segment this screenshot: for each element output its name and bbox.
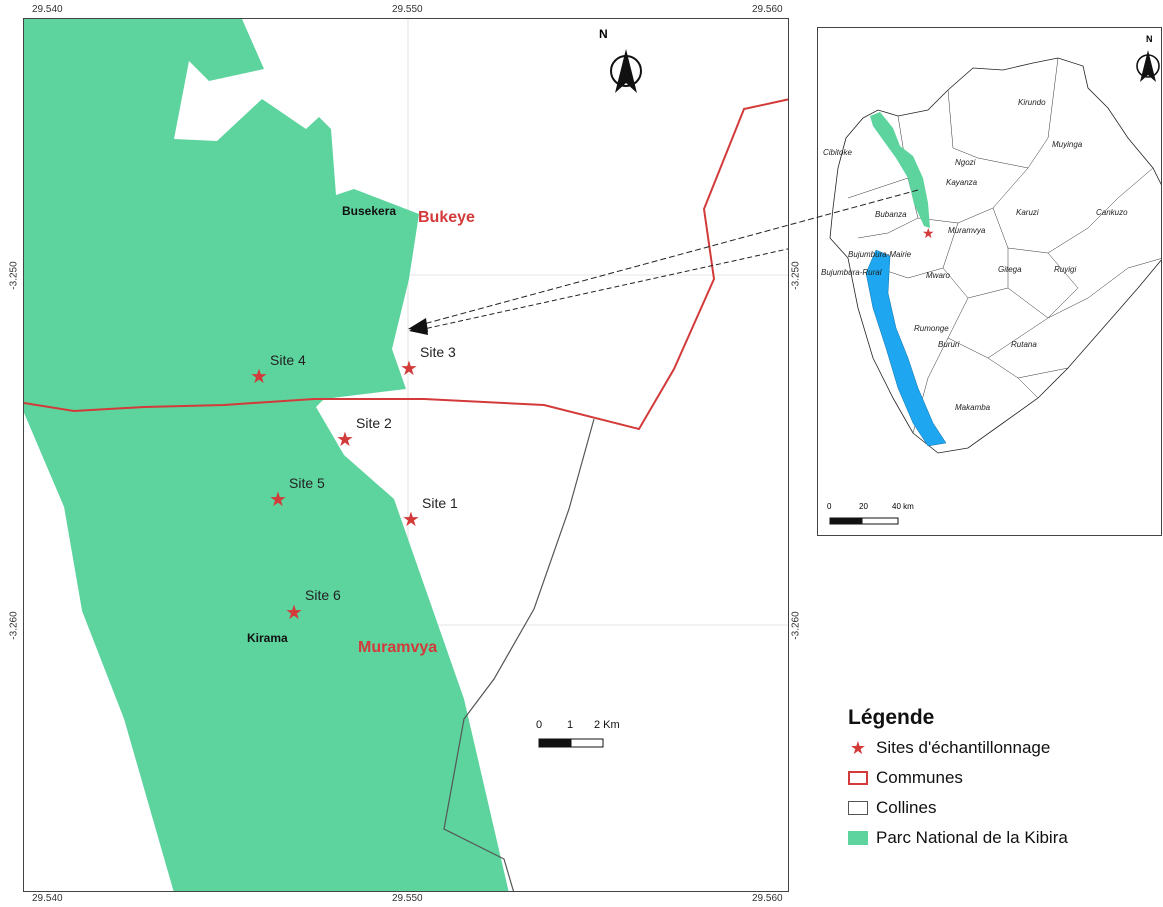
site-6-label: Site 6	[305, 587, 341, 603]
inset-map-canvas: ★	[829, 50, 1161, 525]
scale-label-2: 2 Km	[594, 719, 620, 731]
legend-item-collines: Collines	[848, 796, 1068, 820]
place-muramvya: Muramvya	[358, 639, 438, 656]
locator-arrow-head	[409, 321, 428, 335]
site-3-marker-icon[interactable]: ★	[400, 358, 418, 380]
province-bururi: Bururi	[938, 340, 960, 349]
inset-north-label: N	[1146, 34, 1153, 44]
legend-title: Légende	[848, 706, 935, 729]
coord-right-3260: -3.260	[790, 611, 802, 640]
site-2-label: Site 2	[356, 415, 392, 431]
legend-item-communes: Communes	[848, 766, 1068, 790]
inset-map[interactable]: ★ N Kirundo Cibitoke Muyinga Ngozi Kayan…	[817, 27, 1162, 536]
province-bujumbura-mairie: Bujumbura-Mairie	[848, 250, 912, 259]
legend-label-park: Parc National de la Kibira	[876, 828, 1068, 847]
main-map[interactable]: N ★ Site 4 ★ Site 3 ★ Site 2 ★ Site 5 ★ …	[23, 18, 789, 892]
province-rumonge: Rumonge	[914, 324, 949, 333]
site-5-label: Site 5	[289, 475, 325, 491]
locator-arrow-line	[423, 248, 788, 330]
legend-label-communes: Communes	[876, 768, 963, 787]
colline-swatch-icon	[848, 801, 868, 815]
province-bujumbura-rural: Bujumbura-Rural	[821, 268, 882, 277]
commune-swatch-icon	[848, 771, 868, 785]
place-kirama: Kirama	[247, 631, 288, 645]
north-label: N	[599, 27, 608, 41]
coord-top-29540: 29.540	[32, 4, 63, 15]
coord-bottom-29540: 29.540	[32, 893, 63, 904]
non-park-area-left	[24, 413, 174, 891]
main-map-canvas	[24, 19, 788, 891]
province-cibitoke: Cibitoke	[823, 148, 852, 157]
province-rutana: Rutana	[1011, 340, 1037, 349]
star-icon: ★	[849, 737, 867, 758]
inset-scale-label-0: 0	[827, 502, 832, 511]
province-cankuzo: Cankuzo	[1096, 208, 1128, 217]
legend-items: ★ Sites d'échantillonnage Communes Colli…	[848, 736, 1068, 850]
legend-item-park: Parc National de la Kibira	[848, 826, 1068, 850]
coord-left-3260: -3.260	[8, 611, 20, 640]
park-area	[24, 19, 509, 891]
inset-scale-label-1: 20	[859, 502, 868, 511]
coord-right-3250: -3.250	[790, 261, 802, 290]
province-bubanza: Bubanza	[875, 210, 907, 219]
province-ruyigi: Ruyigi	[1054, 265, 1077, 274]
inset-scale-bar	[829, 517, 899, 525]
north-arrow-icon	[610, 49, 642, 93]
province-makamba: Makamba	[955, 403, 991, 412]
coord-bottom-29550: 29.550	[392, 893, 423, 904]
legend-label-sites: Sites d'échantillonnage	[876, 738, 1051, 757]
province-gitega: Gitega	[998, 265, 1022, 274]
park-swatch-icon	[848, 831, 868, 845]
place-bukeye: Bukeye	[418, 209, 475, 226]
inset-scale-label-2: 40 km	[892, 502, 914, 511]
legend-label-collines: Collines	[876, 798, 937, 817]
province-mwaro: Mwaro	[926, 271, 951, 280]
province-karuzi: Karuzi	[1016, 208, 1039, 217]
site-1-label: Site 1	[422, 495, 458, 511]
inset-site-marker-icon: ★	[922, 225, 935, 241]
coord-bottom-29560: 29.560	[752, 893, 783, 904]
site-4-label: Site 4	[270, 352, 306, 368]
coord-top-29550: 29.550	[392, 4, 423, 15]
inset-north-arrow-icon	[1136, 50, 1160, 82]
coord-left-3250: -3.250	[8, 261, 20, 290]
legend-item-sites: ★ Sites d'échantillonnage	[848, 736, 1068, 760]
site-3-label: Site 3	[420, 344, 456, 360]
colline-boundary	[443, 418, 595, 891]
legend: Légende ★ Sites d'échantillonnage Commun…	[848, 706, 1068, 850]
scale-label-1: 1	[567, 719, 574, 731]
province-muyinga: Muyinga	[1052, 140, 1083, 149]
site-5-marker-icon[interactable]: ★	[269, 489, 287, 511]
scale-label-0: 0	[536, 719, 543, 731]
site-2-marker-icon[interactable]: ★	[336, 429, 354, 451]
site-6-marker-icon[interactable]: ★	[285, 602, 303, 624]
province-kayanza: Kayanza	[946, 178, 978, 187]
scale-bar	[538, 738, 604, 748]
province-ngozi: Ngozi	[955, 158, 976, 167]
site-1-marker-icon[interactable]: ★	[402, 509, 420, 531]
province-muramvya: Muramvya	[948, 226, 986, 235]
coord-top-29560: 29.560	[752, 4, 783, 15]
site-4-marker-icon[interactable]: ★	[250, 366, 268, 388]
province-kirundo: Kirundo	[1018, 98, 1046, 107]
place-busekera: Busekera	[342, 204, 397, 218]
